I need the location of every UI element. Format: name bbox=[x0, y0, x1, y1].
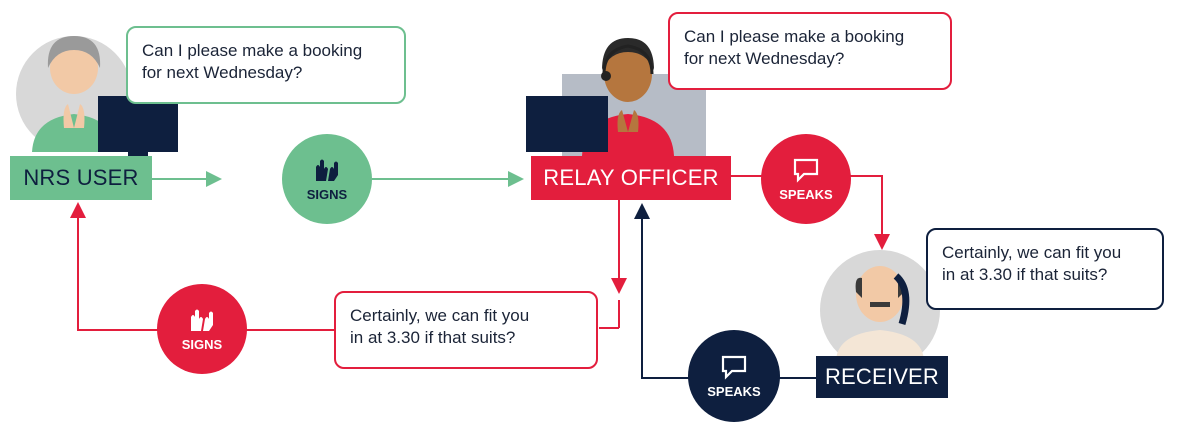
speaks-bottom-label: SPEAKS bbox=[707, 383, 761, 399]
signing-hands-icon bbox=[316, 159, 338, 181]
signing-hands-icon bbox=[191, 309, 213, 331]
receiver-illustration bbox=[820, 250, 940, 360]
receiver-speech-bubble: Certainly, we can fit you in at 3.30 if … bbox=[926, 228, 1164, 310]
arrow-signs-to-user bbox=[70, 202, 334, 331]
relay-officer-speech-text: Can I please make a booking for next Wed… bbox=[684, 27, 905, 68]
nrs-user-speech-text: Can I please make a booking for next Wed… bbox=[142, 41, 363, 82]
nrs-user-label: NRS USER bbox=[10, 156, 152, 200]
signs-top-label: SIGNS bbox=[306, 186, 348, 202]
receiver-speech-text: Certainly, we can fit you in at 3.30 if … bbox=[942, 243, 1122, 284]
speech-bubble-icon bbox=[721, 355, 747, 380]
signs-bottom-label: SIGNS bbox=[181, 336, 223, 352]
relay-officer-label: RELAY OFFICER bbox=[531, 156, 731, 200]
receiver-label: RECEIVER bbox=[816, 356, 948, 398]
return-speech-bubble: Certainly, we can fit you in at 3.30 if … bbox=[334, 291, 598, 369]
speaks-top-label: SPEAKS bbox=[779, 186, 833, 202]
return-speech-text: Certainly, we can fit you in at 3.30 if … bbox=[350, 306, 530, 347]
speaks-bottom-circle: SPEAKS bbox=[688, 330, 780, 422]
nrs-user-speech-bubble: Can I please make a booking for next Wed… bbox=[126, 26, 406, 104]
speech-bubble-icon bbox=[793, 158, 819, 183]
nrs-user-illustration bbox=[16, 36, 178, 158]
speaks-top-circle: SPEAKS bbox=[761, 134, 851, 224]
relay-officer-speech-bubble: Can I please make a booking for next Wed… bbox=[668, 12, 952, 90]
signs-bottom-circle: SIGNS bbox=[157, 284, 247, 374]
signs-top-circle: SIGNS bbox=[282, 134, 372, 224]
